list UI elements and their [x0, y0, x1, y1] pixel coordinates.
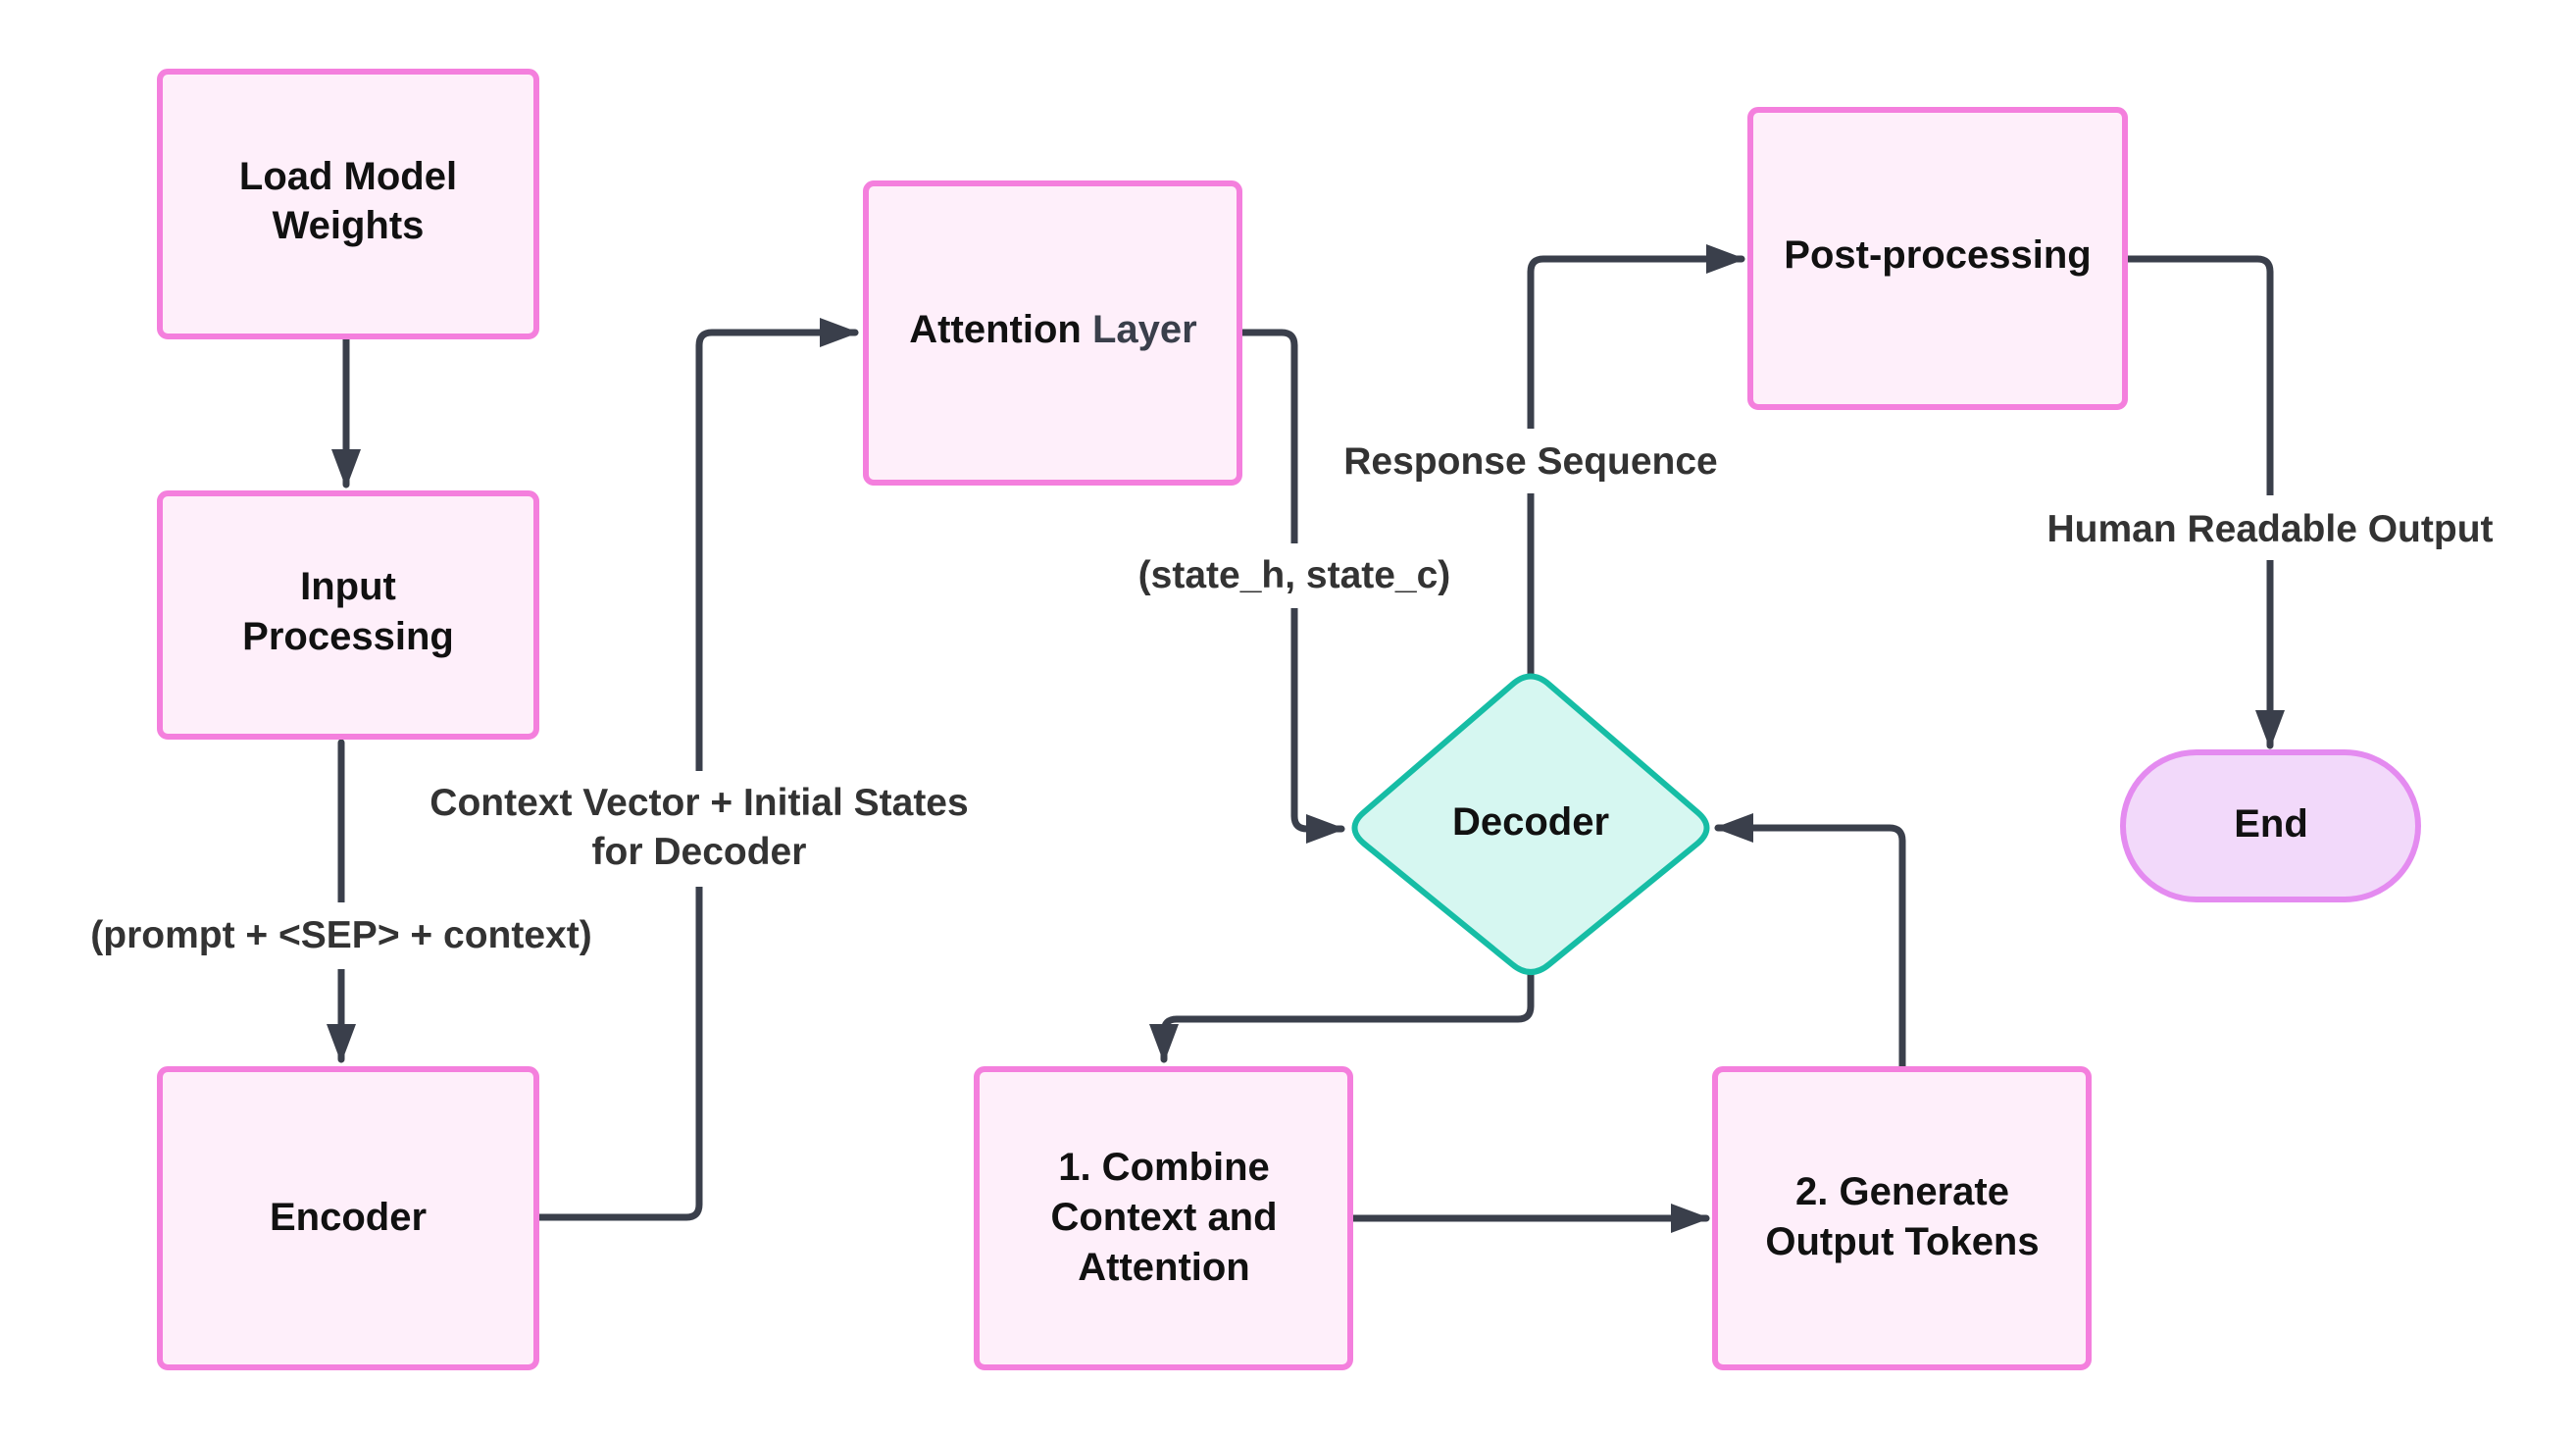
node-combine-line3: Attention [1078, 1246, 1250, 1289]
node-attention-layer[interactable]: Attention Layer [863, 180, 1242, 486]
node-attention-layer-part1: Attention [909, 308, 1082, 351]
node-end[interactable]: End [2120, 749, 2421, 902]
node-combine-context-attention[interactable]: 1. Combine Context and Attention [974, 1066, 1353, 1370]
node-generate-output-tokens[interactable]: 2. Generate Output Tokens [1712, 1066, 2092, 1370]
node-post-processing-label: Post-processing [1784, 233, 2091, 277]
edge-label-attention-to-decoder: (state_h, state_c) [1138, 554, 1451, 596]
edge-post-to-end [2123, 255, 2285, 749]
node-encoder-label: Encoder [270, 1196, 427, 1239]
edge-label-encoder-to-attention-line1: Context Vector + Initial States [429, 782, 968, 824]
node-load-model-weights-line2: Weights [273, 204, 425, 247]
edge-label-input-to-encoder: (prompt + <SEP> + context) [90, 914, 591, 956]
edge-label-decoder-to-post: Response Sequence [1343, 440, 1717, 483]
edge-decoder-to-combine [1149, 969, 1535, 1063]
node-input-processing-line2: Processing [242, 615, 454, 658]
edge-decoder-to-post [1527, 244, 1745, 683]
node-attention-layer-part2: Layer [1092, 308, 1197, 351]
node-load-model-weights-line1: Load Model [239, 155, 457, 198]
node-decoder-label: Decoder [1452, 800, 1609, 844]
edge-label-post-to-end: Human Readable Output [2046, 508, 2493, 550]
node-post-processing[interactable]: Post-processing [1747, 107, 2128, 410]
node-combine-line1: 1. Combine [1058, 1146, 1270, 1189]
node-input-processing[interactable]: Input Processing [157, 490, 539, 740]
edge-label-encoder-to-attention-line2: for Decoder [592, 831, 807, 873]
node-encoder[interactable]: Encoder [157, 1066, 539, 1370]
node-generate-line2: Output Tokens [1765, 1220, 2039, 1263]
edge-generate-to-decoder [1714, 813, 1906, 1071]
node-end-label: End [2234, 802, 2308, 846]
node-combine-line2: Context and [1050, 1196, 1277, 1239]
node-generate-line1: 2. Generate [1795, 1170, 2009, 1213]
node-attention-layer-label: Attention Layer [909, 308, 1196, 351]
node-decoder[interactable]: Decoder [1351, 673, 1710, 975]
node-input-processing-line1: Input [300, 565, 396, 608]
node-load-model-weights[interactable]: Load Model Weights [157, 69, 539, 339]
